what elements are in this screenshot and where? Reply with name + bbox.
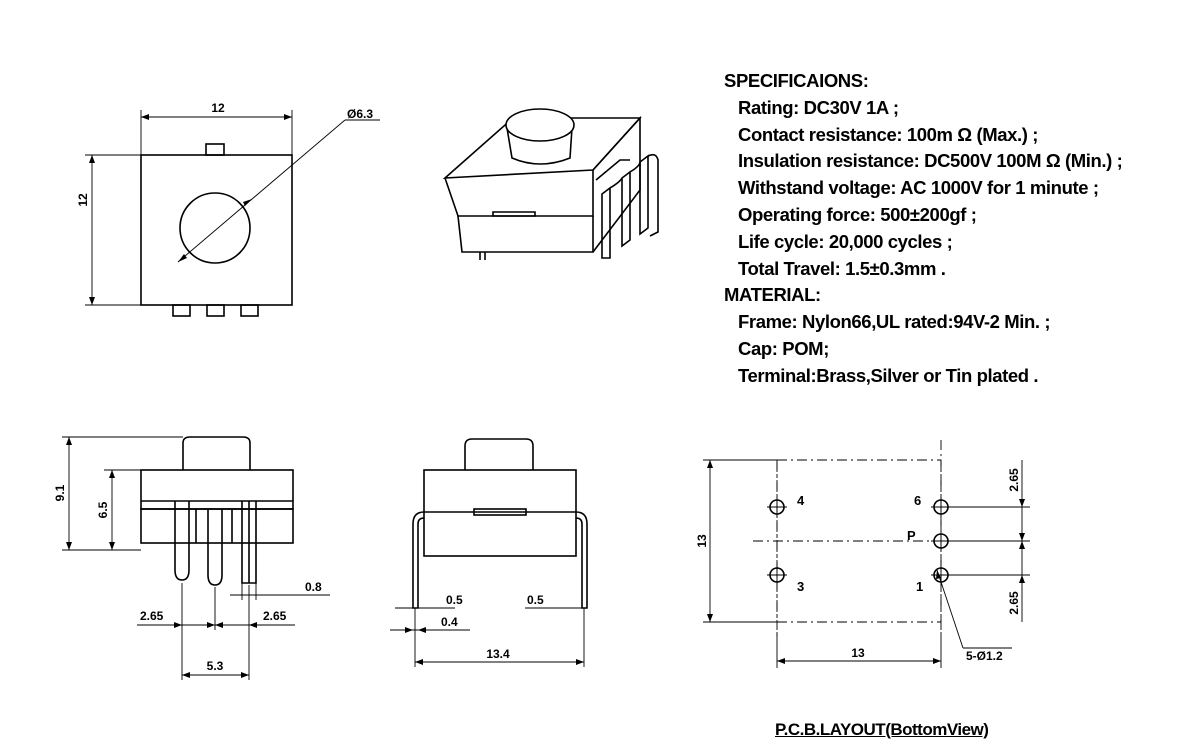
pin-span-label: 5.3 [207, 659, 224, 673]
front-view-body [423, 469, 577, 557]
top-width-label: 12 [211, 101, 225, 115]
spec-item: Contact resistance: 100m Ω (Max.) ; [738, 123, 1039, 145]
isometric-view [442, 108, 659, 260]
side-view-terminal [174, 501, 190, 581]
hole-leader [936, 569, 964, 649]
pcb-layout: 4 6 P 3 1 13 13 2.65 2.65 5-Ø1.2 [695, 440, 1030, 668]
iso-cap [506, 127, 573, 165]
front-view-left-terminal [412, 511, 425, 609]
iso-terminal [639, 154, 649, 236]
pad-label-6: 6 [914, 493, 921, 508]
right-thickness-label: 0.5 [527, 593, 544, 607]
pcb-layout-title: P.C.B.LAYOUT(BottomView) [775, 720, 989, 739]
pad-label-4: 4 [797, 493, 805, 508]
top-view-pin [206, 304, 225, 317]
upper-pitch-label: 2.65 [1007, 468, 1021, 492]
pin-offset-left-label: 2.65 [140, 609, 164, 623]
spec-item: Operating force: 500±200gf ; [738, 203, 977, 225]
body-height-label: 6.5 [96, 501, 110, 518]
side-view: 9.1 6.5 0.8 2.65 2.65 5.3 [53, 436, 330, 680]
top-view-pin [240, 304, 259, 317]
material-item: Terminal:Brass,Silver or Tin plated . [738, 364, 1039, 386]
hole-label: 5-Ø1.2 [966, 649, 1003, 663]
side-view-terminal [207, 509, 223, 586]
top-view-body [140, 154, 293, 306]
pcb-height-label: 13 [695, 534, 709, 548]
top-view-key-tab [205, 143, 225, 156]
material-heading: MATERIAL: [724, 284, 821, 306]
specifications-heading: SPECIFICAIONS: [724, 70, 869, 91]
pad-label-p: P [907, 528, 916, 543]
iso-terminal [621, 170, 631, 248]
side-view-cap [182, 436, 251, 470]
pin-thickness-label: 0.4 [441, 615, 458, 629]
total-height-label: 9.1 [53, 484, 67, 501]
top-height-label: 12 [76, 193, 90, 207]
pin-offset-right-label: 2.65 [263, 609, 287, 623]
pcb-width-label: 13 [851, 646, 865, 660]
spec-item: Life cycle: 20,000 cycles ; [738, 230, 953, 252]
spec-item: Insulation resistance: DC500V 100M Ω (Mi… [738, 150, 1123, 172]
front-view-right-terminal [575, 511, 588, 609]
iso-cap-top [505, 108, 575, 142]
lower-pitch-label: 2.65 [1007, 591, 1021, 615]
pad-3 [767, 565, 787, 585]
pad-label-3: 3 [797, 579, 804, 594]
side-view-body [140, 469, 294, 510]
spec-item: Rating: DC30V 1A ; [738, 96, 899, 118]
front-view: 0.5 0.5 0.4 13.4 [390, 438, 588, 667]
top-view-cap-circle [179, 192, 251, 264]
material-item: Frame: Nylon66,UL rated:94V-2 Min. ; [738, 311, 1051, 333]
top-view-pin [172, 304, 191, 317]
spec-block: SPECIFICAIONS: Rating: DC30V 1A ; Contac… [724, 68, 1123, 390]
front-view-cap [464, 438, 534, 470]
pad-label-1: 1 [916, 579, 923, 594]
top-view: 12 12 Ø6.3 [76, 101, 380, 317]
material-item: Cap: POM; [738, 337, 829, 359]
diameter-leader [177, 119, 346, 263]
left-thickness-label: 0.5 [446, 593, 463, 607]
diameter-label: Ø6.3 [347, 107, 373, 121]
pin-width-label: 0.8 [305, 580, 322, 594]
pad-4 [767, 497, 787, 517]
front-span-label: 13.4 [486, 647, 510, 661]
spec-item: Withstand voltage: AC 1000V for 1 minute… [738, 177, 1099, 199]
iso-terminal [601, 186, 611, 259]
spec-item: Total Travel: 1.5±0.3mm . [738, 257, 946, 279]
